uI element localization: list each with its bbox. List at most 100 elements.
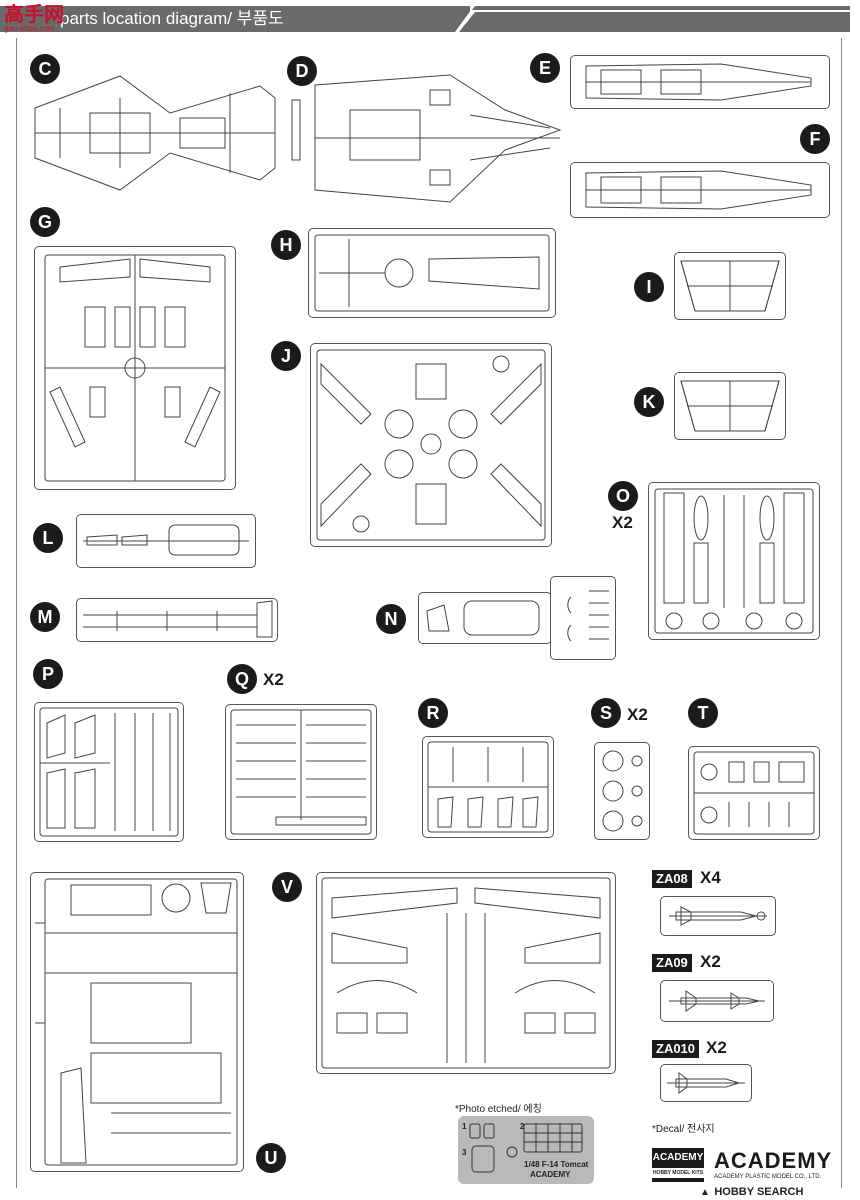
sprue-n-drawing (426, 600, 540, 636)
part-badge-r: R (418, 698, 448, 728)
part-badge-t: T (688, 698, 718, 728)
za-tag-za09: ZA09 (652, 954, 692, 972)
site-logo-url: gao-shou.com (4, 24, 55, 33)
za-mult-za08: X4 (700, 868, 721, 887)
part-badge-p: P (33, 659, 63, 689)
sprue-u-drawing (35, 878, 238, 1166)
brand-box-top: ACADEMY (652, 1152, 704, 1163)
brand-wordmark: ACADEMY (714, 1148, 833, 1173)
za-tag-za08: ZA08 (652, 870, 692, 888)
pe-number-2: 2 (520, 1122, 525, 1131)
part-badge-n: N (376, 604, 406, 634)
sprue-n-small (550, 576, 616, 660)
sprue-t-drawing (693, 751, 815, 835)
sprue-f-drawing (585, 170, 812, 210)
sprue-t (688, 746, 820, 840)
sprue-za010 (660, 1064, 752, 1102)
sprue-m-drawing (83, 600, 273, 638)
sprue-c (30, 68, 278, 200)
sprue-n (418, 592, 552, 644)
part-badge-q: Q (227, 664, 257, 694)
part-badge-g: G (30, 207, 60, 237)
sprue-q (225, 704, 377, 840)
sprue-p-drawing (39, 707, 179, 837)
sprue-o-drawing (654, 488, 814, 634)
sprue-e-drawing (585, 63, 812, 101)
sprue-h (308, 228, 556, 318)
za-tag-za010: ZA010 (652, 1040, 700, 1058)
sprue-c-drawing (34, 75, 276, 191)
part-badge-l: L (33, 523, 63, 553)
part-badge-s: S (591, 698, 621, 728)
part-badge-j: J (271, 341, 301, 371)
za-mult-za010: X2 (706, 1038, 727, 1057)
sprue-i-drawing (680, 260, 780, 312)
site-logo: 高手网 gao-shou.com (4, 4, 66, 34)
page-frame (16, 38, 842, 1188)
sprue-za09-drawing (669, 990, 765, 1012)
sprue-s-drawing (602, 750, 643, 832)
pe-number-3: 3 (462, 1148, 467, 1157)
sprue-q-drawing (230, 709, 372, 835)
sprue-za010-drawing (667, 1072, 745, 1094)
watermark: ▲ HOBBY SEARCH (700, 1184, 803, 1198)
part-badge-d: D (287, 56, 317, 86)
sprue-n-small-drawing (567, 590, 609, 642)
brand-box-bottom: HOBBY MODEL KITS (652, 1168, 704, 1178)
watermark-icon: ▲ (700, 1187, 710, 1198)
sprue-j-drawing (316, 349, 546, 541)
pe-plate-brand: ACADEMY (530, 1170, 571, 1179)
sprue-r-drawing (427, 741, 549, 833)
site-logo-text: 高手网 (4, 2, 64, 26)
header-banner (0, 6, 470, 32)
sprue-v-drawing (321, 877, 611, 1069)
sprue-k (674, 372, 786, 440)
photo-etched-drawing (469, 1123, 583, 1173)
sprue-za08-drawing (669, 906, 767, 926)
part-badge-k: K (634, 387, 664, 417)
photo-etched-plate (458, 1116, 594, 1184)
sprue-d (290, 70, 562, 212)
pe-plate-text: 1/48 F-14 Tomcat (524, 1160, 589, 1169)
page-title: parts location diagram/ 부품도 (60, 9, 284, 28)
part-badge-m: M (30, 602, 60, 632)
sprue-h-drawing (314, 234, 550, 312)
sprue-p (34, 702, 184, 842)
sprue-f (570, 162, 830, 218)
part-badge-u: U (256, 1143, 286, 1173)
sprue-u (30, 872, 244, 1172)
sprue-i (674, 252, 786, 320)
part-mult-o: X2 (612, 513, 633, 532)
brand-box: ACADEMY HOBBY MODEL KITS (652, 1148, 704, 1182)
sprue-d-drawing (291, 74, 562, 203)
sprue-v (316, 872, 616, 1074)
part-badge-h: H (271, 230, 301, 260)
sprue-r (422, 736, 554, 838)
part-badge-e: E (530, 53, 560, 83)
part-badge-c: C (30, 54, 60, 84)
sprue-za09 (660, 980, 774, 1022)
decal-note: *Decal/ 전사지 (652, 1124, 715, 1135)
za-mult-za09: X2 (700, 952, 721, 971)
sprue-k-drawing (680, 380, 780, 432)
part-badge-i: I (634, 272, 664, 302)
sprue-j (310, 343, 552, 547)
part-mult-s: X2 (627, 705, 648, 724)
sprue-g-drawing (44, 254, 226, 482)
part-badge-o: O (608, 481, 638, 511)
sprue-za08 (660, 896, 776, 936)
part-badge-f: F (800, 124, 830, 154)
sprue-l-drawing (83, 524, 249, 556)
sprue-g (34, 246, 236, 490)
photo-etched-note: *Photo etched/ 에칭 (455, 1104, 542, 1115)
sprue-e (570, 55, 830, 109)
part-mult-q: X2 (263, 670, 284, 689)
header-banner-tail (455, 6, 850, 32)
sprue-l (76, 514, 256, 568)
sprue-m (76, 598, 278, 642)
watermark-text: HOBBY SEARCH (714, 1186, 804, 1198)
brand-company: ACADEMY PLASTIC MODEL CO., LTD. (714, 1174, 822, 1180)
part-badge-v: V (272, 872, 302, 902)
pe-number-1: 1 (462, 1122, 467, 1131)
sprue-o (648, 482, 820, 640)
